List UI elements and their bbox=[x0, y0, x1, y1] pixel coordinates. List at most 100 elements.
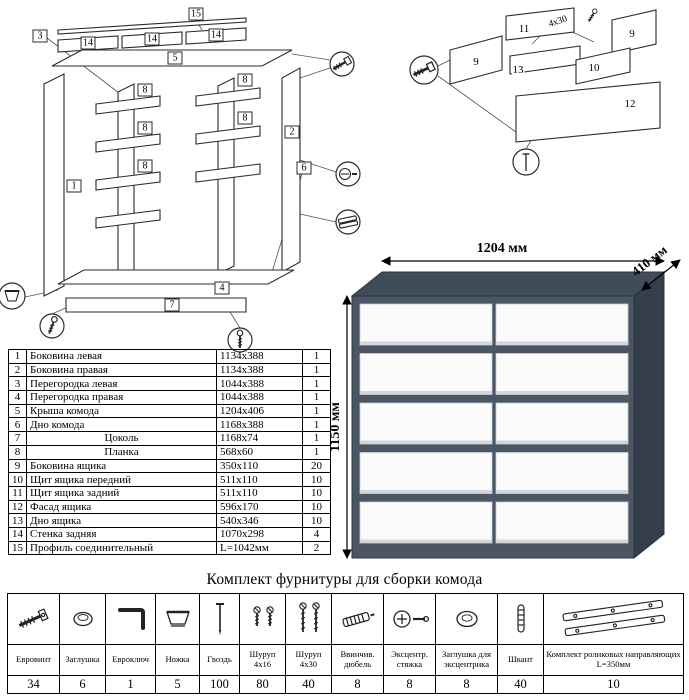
part-qty: 10 bbox=[302, 513, 331, 528]
part-size: 1204x406 bbox=[216, 403, 303, 419]
rail-callout bbox=[335, 209, 361, 235]
chest-top-face bbox=[350, 271, 666, 297]
part-size: 568x60 bbox=[216, 444, 303, 460]
plank-part bbox=[195, 125, 261, 145]
part-label: 8 bbox=[237, 111, 253, 125]
nail-callout bbox=[512, 148, 540, 176]
plank-part bbox=[95, 209, 161, 229]
screw-callout bbox=[39, 313, 65, 339]
part-size: 511x110 bbox=[216, 485, 303, 501]
drawer-parts bbox=[449, 7, 661, 143]
right-side-part bbox=[281, 67, 301, 273]
part-qty: 10 bbox=[302, 485, 331, 501]
svg-text:14: 14 bbox=[211, 30, 221, 41]
part-name: Фасад ящика bbox=[26, 499, 217, 515]
bottom-panel-part bbox=[57, 269, 295, 285]
part-label: 8 bbox=[137, 121, 153, 135]
drawer-side-part bbox=[449, 35, 503, 85]
part-size: 350x110 bbox=[216, 458, 303, 474]
dimension-annotations: 1204 мм 410 мм 1150 мм bbox=[330, 241, 681, 559]
svg-text:1: 1 bbox=[72, 181, 77, 192]
svg-text:8: 8 bbox=[143, 123, 148, 134]
part-name: Дно ящика bbox=[26, 513, 217, 528]
part-qty: 10 bbox=[302, 499, 331, 515]
part-label: 8 bbox=[137, 159, 153, 173]
nail-icon bbox=[215, 603, 224, 635]
svg-text:3: 3 bbox=[38, 31, 43, 42]
euro-screw-callout bbox=[409, 55, 439, 85]
cam-lock-callout bbox=[335, 161, 361, 187]
hardware-qty: 40 bbox=[285, 675, 332, 694]
part-num: 7 bbox=[8, 431, 27, 446]
threaded-dowel-icon bbox=[341, 611, 375, 628]
part-num: 4 bbox=[8, 390, 27, 405]
hardware-name: Комплект роликовых направляющих L=350мм bbox=[543, 644, 684, 676]
part-num: 15 bbox=[8, 540, 27, 556]
hardware-qty: 6 bbox=[59, 675, 106, 694]
hardware-qty: 10 bbox=[543, 675, 684, 694]
part-name: Цоколь bbox=[26, 431, 217, 446]
part-name: Боковина левая bbox=[26, 349, 217, 364]
part-qty: 1 bbox=[302, 403, 331, 419]
leg-icon bbox=[165, 610, 190, 627]
drawer-facade-part bbox=[515, 81, 661, 143]
screw-icon bbox=[586, 7, 599, 24]
part-name: Дно комода bbox=[26, 417, 217, 433]
part-name: Перегородка левая bbox=[26, 376, 217, 392]
height-dimension-label: 1150 мм bbox=[330, 402, 343, 452]
hardware-qty: 8 bbox=[435, 675, 498, 694]
part-label: 14 bbox=[144, 32, 160, 46]
part-name: Боковина ящика bbox=[26, 458, 217, 474]
part-size: L=1042мм bbox=[216, 540, 303, 556]
part-num: 13 bbox=[8, 513, 27, 528]
part-qty: 4 bbox=[302, 526, 331, 542]
cabinet-parts bbox=[43, 17, 301, 313]
hardware-qty: 5 bbox=[155, 675, 200, 694]
svg-text:4: 4 bbox=[220, 283, 225, 294]
part-label: 15 bbox=[188, 7, 204, 21]
exploded-cabinet-diagram: 15 14 14 14 5 3 1 2 8 8 8 8 8 6 7 4 bbox=[0, 7, 361, 353]
part-num: 2 bbox=[8, 362, 27, 378]
svg-text:5: 5 bbox=[173, 53, 178, 64]
part-num: 11 bbox=[8, 485, 27, 501]
part-name: Щит ящика задний bbox=[26, 485, 217, 501]
hardware-qty: 40 bbox=[497, 675, 544, 694]
drawer-front-part bbox=[575, 47, 631, 85]
leg-callout bbox=[0, 282, 26, 310]
part-label: 6 bbox=[296, 161, 312, 175]
part-size: 1168x74 bbox=[216, 431, 303, 446]
hardware-name: Шкант bbox=[497, 644, 544, 676]
hardware-name: Ножка bbox=[155, 644, 200, 676]
part-qty: 1 bbox=[302, 444, 331, 460]
hardware-name: Евроключ bbox=[105, 644, 156, 676]
part-num: 5 bbox=[8, 403, 27, 419]
part-size: 1134x388 bbox=[216, 362, 303, 378]
part-num: 8 bbox=[8, 444, 27, 460]
hardware-name: Шуруп 4x30 bbox=[285, 644, 332, 676]
dowel-icon bbox=[516, 604, 525, 633]
drawer-side-part bbox=[611, 9, 657, 55]
plug-icon bbox=[72, 611, 93, 627]
hardware-name: Ввинчив. дюбель bbox=[331, 644, 384, 676]
svg-text:8: 8 bbox=[243, 113, 248, 124]
hardware-name: Заглушка bbox=[59, 644, 106, 676]
part-size: 1044x388 bbox=[216, 376, 303, 392]
part-size: 1044x388 bbox=[216, 390, 303, 405]
part-name: Крыша комода bbox=[26, 403, 217, 419]
hardware-callouts bbox=[409, 55, 540, 176]
drawer-number-labels: 9 11 9 13 10 12 4x30 bbox=[472, 13, 637, 112]
svg-text:7: 7 bbox=[170, 300, 175, 311]
euro-screw-callout bbox=[329, 51, 355, 77]
hardware-name: Гвоздь bbox=[199, 644, 240, 676]
part-qty: 1 bbox=[302, 349, 331, 364]
cam-lock-icon bbox=[392, 610, 429, 628]
part-qty: 20 bbox=[302, 458, 331, 474]
drawer-back-part bbox=[505, 7, 575, 41]
